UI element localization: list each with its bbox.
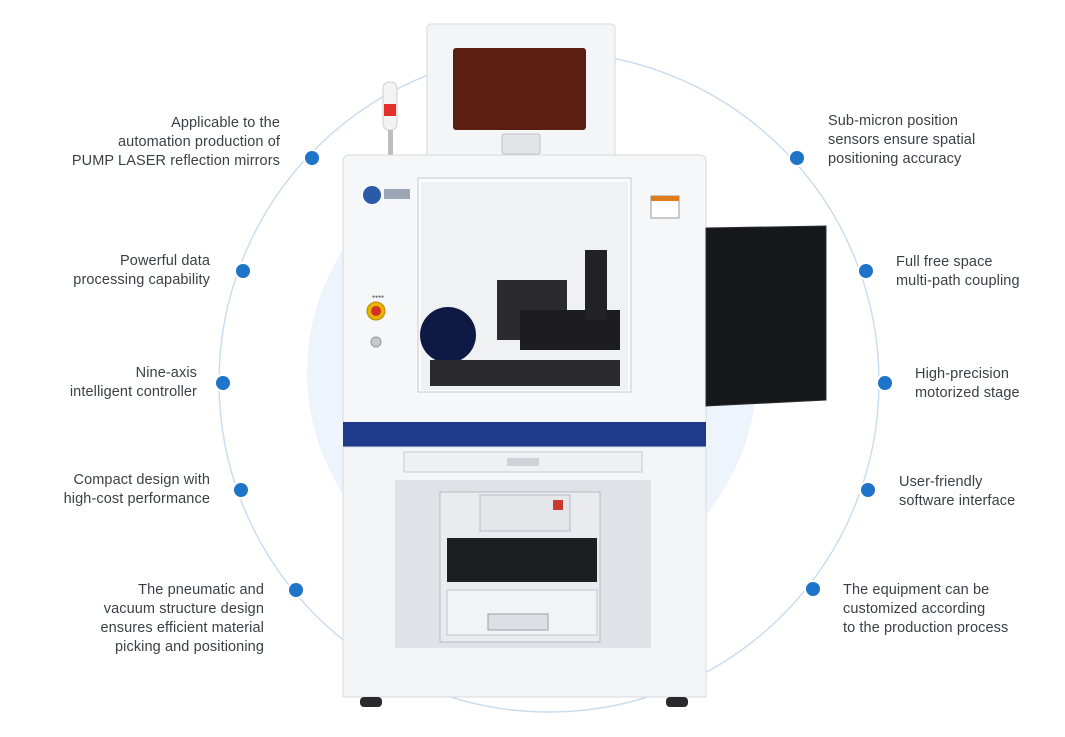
feature-line: positioning accuracy xyxy=(828,151,962,167)
side-door xyxy=(705,225,827,407)
feature-line: Sub-micron position xyxy=(828,113,959,129)
feature-pump-laser-mirrors: Applicable to the automation production … xyxy=(72,114,280,171)
feature-line: Nine-axis xyxy=(135,365,197,381)
feature-line: software interface xyxy=(899,493,1016,509)
feature-bullet-icon xyxy=(305,151,319,165)
beacon-light xyxy=(382,81,398,160)
top-lid xyxy=(426,23,616,165)
feature-line: multi-path coupling xyxy=(896,273,1020,289)
feature-bullet-icon xyxy=(861,483,875,497)
feature-line: to the production process xyxy=(843,620,1009,636)
brand-logo-mark xyxy=(363,186,381,204)
feature-customizable: The equipment can be customized accordin… xyxy=(843,581,1008,638)
feature-line: sensors ensure spatial xyxy=(828,132,976,148)
feature-bullet-icon xyxy=(878,376,892,390)
svg-text:●●●●: ●●●● xyxy=(372,294,384,300)
feature-line: Full free space xyxy=(896,254,993,270)
feature-bullet-icon xyxy=(859,264,873,278)
feature-bullet-icon xyxy=(234,483,248,497)
feature-bullet-icon xyxy=(236,264,250,278)
machine-band xyxy=(343,422,706,447)
feature-line: The equipment can be xyxy=(843,582,990,598)
feature-line: High-precision xyxy=(915,366,1010,382)
upper-cabinet: ●●●● xyxy=(342,154,707,426)
feature-bullet-icon xyxy=(216,376,230,390)
feature-line: processing capability xyxy=(73,272,210,288)
feature-line: User-friendly xyxy=(899,474,983,490)
feature-sub-micron-sensors: Sub-micron position sensors ensure spati… xyxy=(828,112,975,169)
feature-line: motorized stage xyxy=(915,385,1020,401)
feature-compact-design: Compact design with high-cost performanc… xyxy=(64,471,210,509)
feature-data-processing: Powerful data processing capability xyxy=(73,252,210,290)
feature-line: Applicable to the xyxy=(171,115,280,131)
feature-line: The pneumatic and xyxy=(138,582,264,598)
feature-line: ensures efficient material xyxy=(100,620,264,636)
feature-nine-axis-controller: Nine-axis intelligent controller xyxy=(70,364,197,402)
feature-free-space-coupling: Full free space multi-path coupling xyxy=(896,253,1020,291)
feature-line: Compact design with xyxy=(73,472,210,488)
feature-line: Powerful data xyxy=(120,253,210,269)
feature-line: automation production of xyxy=(117,134,280,150)
feature-motorized-stage: High-precision motorized stage xyxy=(915,365,1020,403)
feature-line: picking and positioning xyxy=(114,639,264,655)
feature-line: high-cost performance xyxy=(63,491,210,507)
feature-pneumatic-vacuum: The pneumatic and vacuum structure desig… xyxy=(100,581,264,657)
lower-cabinet xyxy=(342,446,707,707)
feature-line: vacuum structure design xyxy=(103,601,264,617)
feature-line: PUMP LASER reflection mirrors xyxy=(71,153,280,169)
feature-line: customized according xyxy=(843,601,986,617)
feature-bullet-icon xyxy=(790,151,804,165)
feature-bullet-icon xyxy=(289,583,303,597)
feature-line: intelligent controller xyxy=(69,384,197,400)
feature-software-interface: User-friendly software interface xyxy=(899,473,1015,511)
feature-bullet-icon xyxy=(806,582,820,596)
